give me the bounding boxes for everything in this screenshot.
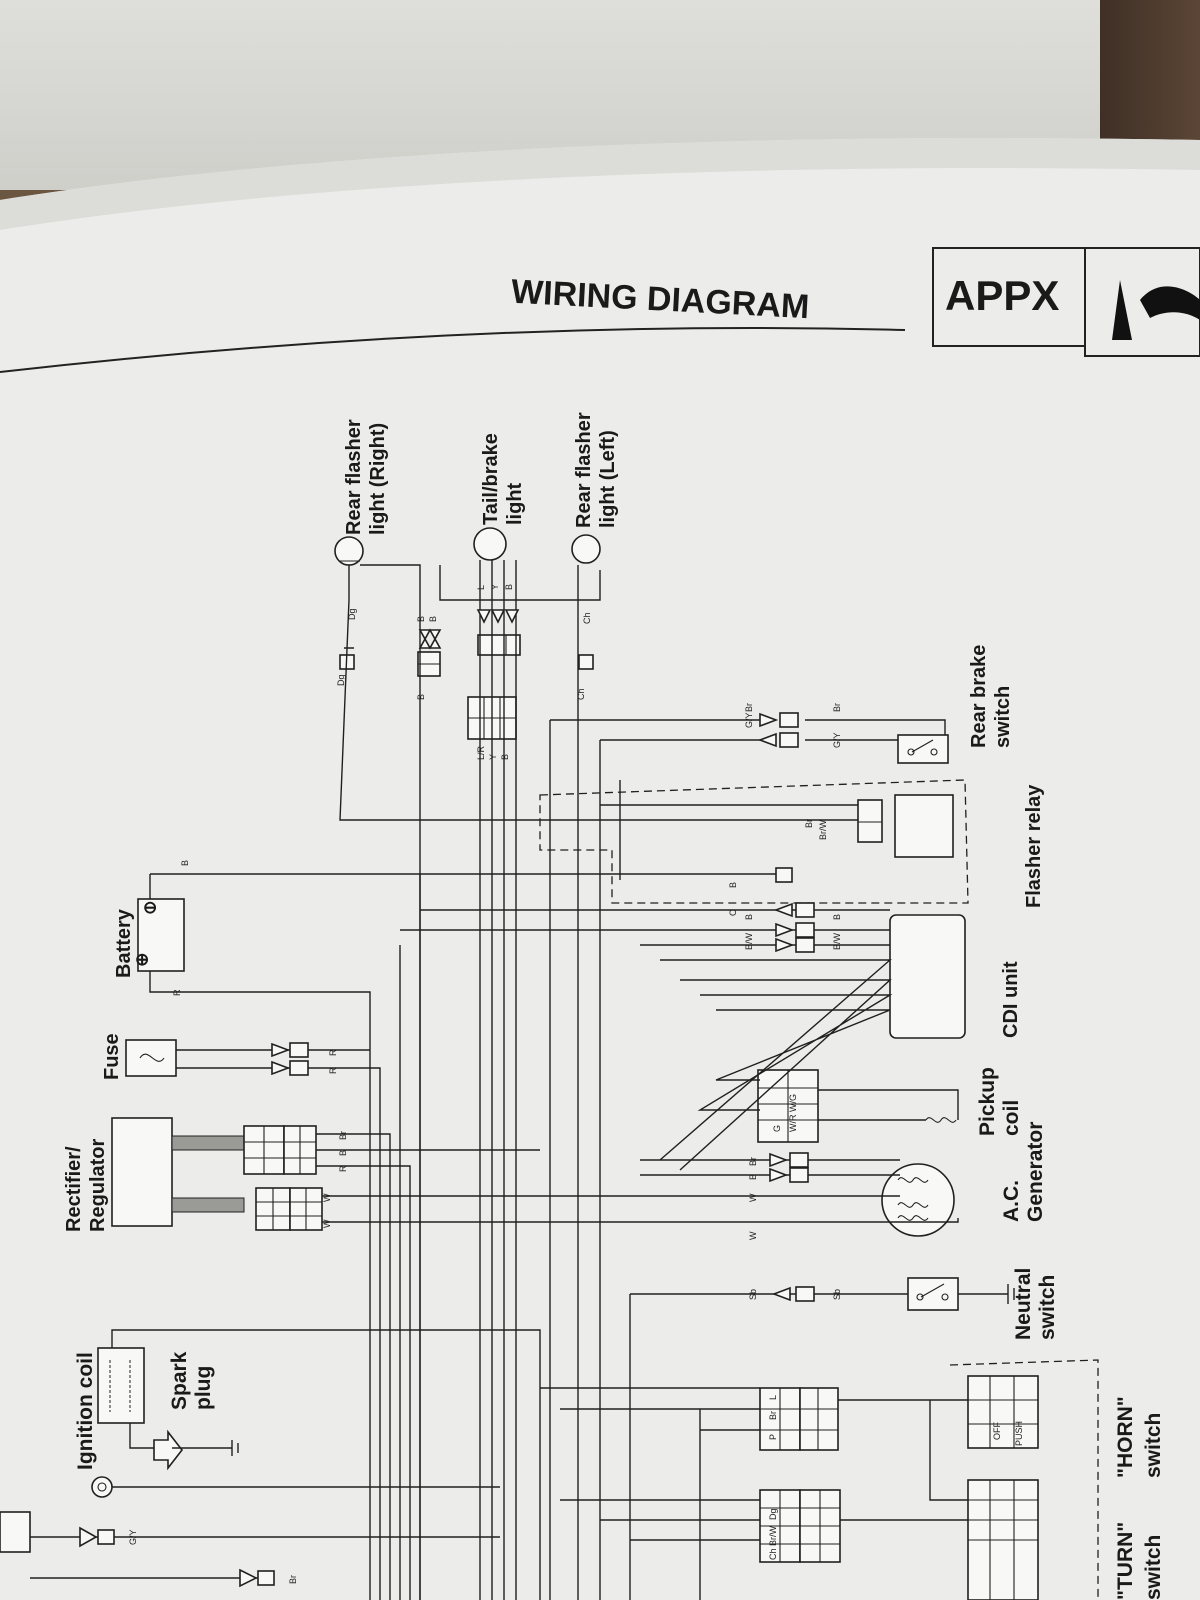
svg-text:Br: Br [804,819,814,828]
svg-text:B: B [744,914,754,920]
svg-text:"TURN": "TURN" [1114,1522,1137,1600]
svg-text:W: W [748,1193,758,1202]
turn-switch: "TURN" switch [967,1479,1165,1600]
horn-switch: "HORN" switch OFF PUSH [949,1359,1165,1600]
regulator-connectors [243,1125,323,1231]
svg-text:Br: Br [832,703,842,712]
svg-text:B: B [428,616,438,622]
svg-text:Y: Y [490,584,500,590]
svg-text:B: B [832,914,842,920]
svg-text:W/R W/G: W/R W/G [788,1094,798,1132]
handlebar-connectors [759,1387,841,1563]
svg-text:Spark plug: Spark plug [168,1346,215,1410]
pickup-coil: Pickup coil [757,1061,1023,1143]
svg-text:Flasher relay: Flasher relay [1023,784,1045,908]
svg-text:switch: switch [1142,1535,1165,1600]
ac-generator: A.C. Generator [881,1122,1047,1237]
svg-text:⊕: ⊕ [135,950,149,969]
rear-brake-switch: Rear brake switch [897,639,1014,764]
svg-text:switch: switch [1142,1413,1165,1478]
svg-text:Battery: Battery [113,908,135,978]
svg-text:G: G [772,1125,782,1132]
svg-text:R: R [328,1067,338,1074]
svg-text:B/W: B/W [744,932,754,950]
svg-text:Br/W: Br/W [818,819,828,840]
svg-text:Ignition coil: Ignition coil [74,1352,97,1470]
svg-text:Rear flasher light (Left: Rear flasher light (Left) [573,407,619,528]
svg-text:Rear brake switch: Rear brake switch [968,639,1014,748]
page-shadow [0,138,1200,230]
svg-text:Br: Br [768,1411,778,1420]
svg-text:W: W [322,1193,332,1202]
header-rule [0,326,906,373]
svg-text:Ch: Ch [582,612,592,624]
appx-badge: APPX [945,272,1059,319]
flasher-relay: Flasher relay [539,779,1045,908]
svg-text:Dg: Dg [347,608,357,620]
svg-text:W: W [322,1219,332,1228]
svg-text:⊖: ⊖ [143,898,157,917]
rear-flasher-left: Rear flasher light (Left) [571,407,619,564]
svg-text:Neutral switch: Neutral switch [1012,1262,1059,1340]
svg-text:Br/W: Br/W [768,1525,778,1546]
svg-text:W: W [748,1231,758,1240]
svg-text:B: B [338,1150,348,1156]
svg-text:B: B [416,616,426,622]
wire-code-labels: Dg Dg B B B L/R Y B L Y B Ch Ch G/Y Br G… [128,584,842,1584]
svg-text:Dg: Dg [336,674,346,686]
svg-text:Dg: Dg [768,1508,778,1520]
svg-text:G/Y: G/Y [832,732,842,748]
svg-text:Ch: Ch [576,688,586,700]
tail-brake-light: Tail/brake light [473,428,526,561]
rear-flasher-right: Rear flasher light (Right) [334,414,389,566]
svg-text:B: B [504,584,514,590]
svg-text:R: R [172,989,182,996]
svg-text:CDI unit: CDI unit [1000,961,1022,1038]
svg-text:"HORN": "HORN" [1114,1396,1137,1478]
svg-text:Fuse: Fuse [101,1033,123,1080]
svg-text:A.C. Generator: A.C. Generator [1000,1122,1047,1222]
svg-text:Sb: Sb [748,1289,758,1300]
svg-text:B: B [748,1174,758,1180]
svg-text:O: O [728,909,738,916]
svg-text:Y: Y [488,754,498,760]
svg-text:L/R: L/R [476,745,486,760]
battery: ⊖ ⊕ Battery [113,898,185,978]
rectifier-regulator: Rectifier/ Regulator [63,1117,245,1232]
inline-connectors [271,609,815,1302]
svg-text:Br: Br [748,1157,758,1166]
spark-plug: Spark plug [153,1346,239,1471]
cdi-unit: CDI unit [889,914,1022,1039]
svg-text:B: B [416,694,426,700]
svg-text:L: L [476,585,486,590]
svg-text:B: B [180,860,190,866]
svg-text:P: P [768,1434,778,1440]
svg-text:Tail/brake light: Tail/brake light [480,428,526,525]
neutral-switch: Neutral switch [907,1262,1059,1340]
tool-icon [1084,247,1200,357]
svg-text:Br: Br [288,1575,298,1584]
svg-text:Pickup coil: Pickup coil [976,1061,1023,1136]
svg-text:Br: Br [744,703,754,712]
svg-text:Br: Br [338,1131,348,1140]
svg-text:G/Y: G/Y [744,712,754,728]
ignition-coil: Ignition coil [74,1347,145,1498]
svg-text:G/Y: G/Y [128,1529,138,1545]
svg-text:Ch: Ch [768,1548,778,1560]
svg-text:PUSH: PUSH [1014,1421,1024,1446]
svg-text:B: B [728,882,738,888]
fuse: Fuse [101,1033,177,1080]
svg-text:L: L [768,1395,778,1400]
svg-text:OFF: OFF [992,1422,1002,1440]
svg-text:Sb: Sb [832,1289,842,1300]
svg-text:R: R [328,1049,338,1056]
svg-text:Rectifier/ Regulator: Rectifier/ Regulator [63,1138,109,1232]
svg-text:Rear flasher light (Righ: Rear flasher light (Right) [343,414,389,535]
svg-text:R: R [338,1165,348,1172]
svg-text:B: B [500,754,510,760]
svg-text:B/W: B/W [832,932,842,950]
